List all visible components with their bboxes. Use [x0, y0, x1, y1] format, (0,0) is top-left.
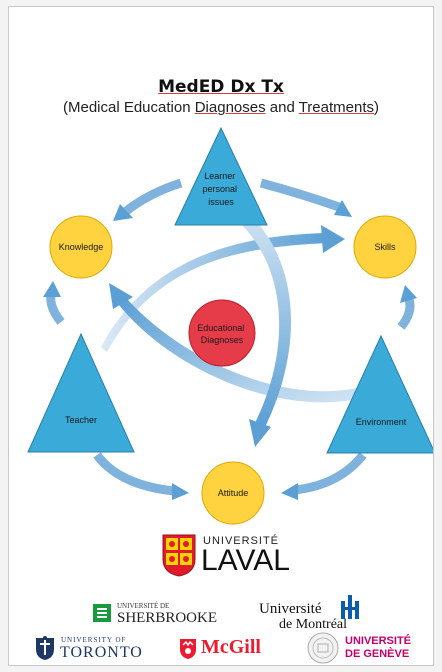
- arrow-learner-to-skills: [259, 178, 341, 212]
- poster-title: MedED Dx Tx: [158, 77, 284, 97]
- geneve-logo: UNIVERSITÉ DE GENÈVE: [307, 631, 431, 665]
- center-node: Educational Diagnoses: [188, 299, 256, 367]
- geneve-bottom-text: DE GENÈVE: [345, 648, 410, 660]
- arrow-teacher-to-attitude: [93, 452, 175, 496]
- arrow-teacher-to-knowledge-head: [43, 281, 61, 297]
- poster-page: MedED Dx Tx (Medical Education Diagnoses…: [8, 6, 434, 666]
- arrow-teacher-to-knowledge: [46, 294, 65, 325]
- diagnosis-cycle-diagram: Learner personal issues Teacher Environm…: [27, 126, 433, 525]
- geneve-seal-icon: [307, 632, 339, 664]
- montreal-bottom-text: de Montréal: [279, 617, 348, 632]
- toronto-top-text: UNIVERSITY OF: [61, 636, 127, 644]
- environment-triangle-shape: [326, 334, 433, 454]
- toronto-bottom-text: TORONTO: [60, 644, 143, 661]
- knowledge-node: Knowledge: [49, 215, 113, 279]
- knowledge-circle: [49, 215, 113, 279]
- montreal-emblem-icon: [341, 595, 359, 619]
- toronto-logo: UNIVERSITY OF TORONTO: [35, 633, 155, 663]
- sherbrooke-top-text: UNIVERSITÉ DE: [117, 602, 170, 610]
- sweep-arrow-to-knowledge-head: [109, 283, 133, 309]
- laval-top-text: UNIVERSITÉ: [203, 535, 280, 547]
- skills-label: Skills: [374, 242, 396, 252]
- knowledge-label: Knowledge: [59, 242, 104, 252]
- sweep-arrow-to-attitude-head: [249, 419, 271, 447]
- sweep-arrow-to-knowledge: [119, 299, 393, 403]
- skills-node: Skills: [353, 215, 417, 279]
- arrow-environment-to-skills: [397, 297, 415, 330]
- arrow-learner-to-knowledge: [122, 178, 183, 216]
- teacher-triangle: Teacher: [27, 332, 135, 453]
- sweep-arrow-to-skills: [101, 233, 327, 352]
- center-circle: [188, 299, 256, 367]
- center-label: Educational Diagnoses: [197, 323, 247, 345]
- sweep-arrow-to-skills-head: [321, 225, 345, 253]
- laval-bottom-text: LAVAL: [201, 544, 290, 577]
- environment-triangle: Environment: [326, 334, 433, 454]
- arrow-environment-to-attitude-head: [281, 483, 298, 500]
- outer-arrows: [43, 178, 417, 500]
- sherbrooke-emblem-icon: [93, 604, 111, 622]
- geneve-top-text: UNIVERSITÉ: [345, 635, 412, 647]
- mcgill-text: McGill: [201, 636, 261, 658]
- mcgill-logo: McGill: [179, 635, 279, 663]
- montreal-top-text: Université: [259, 601, 322, 617]
- environment-label: Environment: [356, 417, 407, 427]
- laval-shield-icon: [162, 534, 196, 577]
- poster-subtitle: (Medical Education Diagnoses and Treatme…: [62, 99, 380, 116]
- sweep-arrow-to-attitude: [213, 193, 292, 427]
- arrow-environment-to-skills-head: [400, 285, 417, 303]
- montreal-logo: Université de Montréal: [259, 593, 389, 632]
- arrow-learner-to-knowledge-head: [113, 204, 133, 221]
- skills-circle: [353, 215, 417, 279]
- learner-triangle-shape: [174, 126, 268, 226]
- teacher-label: Teacher: [65, 415, 97, 425]
- arrow-environment-to-attitude: [294, 452, 367, 495]
- arrow-teacher-to-attitude-head: [172, 483, 189, 500]
- sherbrooke-bottom-text: SHERBROOKE: [117, 610, 218, 626]
- mcgill-shield-icon: [180, 639, 196, 659]
- learner-triangle: Learner personal issues: [174, 126, 268, 226]
- teacher-triangle-shape: [27, 332, 135, 453]
- toronto-crest-icon: [36, 636, 54, 660]
- attitude-label: Attitude: [218, 488, 249, 498]
- attitude-circle: [201, 461, 265, 525]
- sherbrooke-logo: UNIVERSITÉ DE SHERBROOKE: [93, 601, 233, 631]
- learner-label: Learner personal issues: [202, 171, 239, 207]
- attitude-node: Attitude: [201, 461, 265, 525]
- arrow-learner-to-skills-head: [334, 200, 352, 217]
- laval-logo: UNIVERSITÉ LAVAL: [161, 533, 311, 579]
